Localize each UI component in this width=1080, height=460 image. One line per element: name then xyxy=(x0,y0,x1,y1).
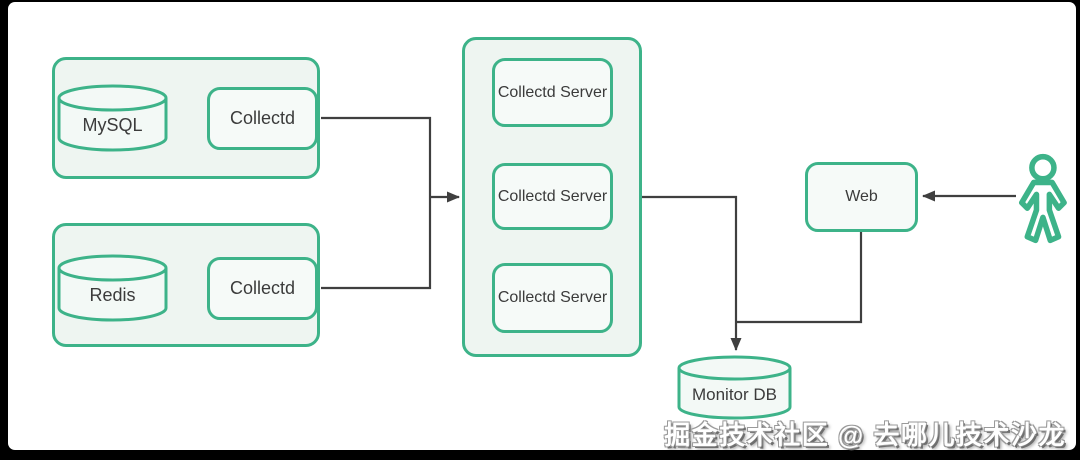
mysql-label: MySQL xyxy=(82,115,143,136)
node-collectd-redis: Collectd xyxy=(207,257,318,320)
collectd-server-3-label: Collectd Server xyxy=(497,289,608,306)
cylinder-shape-icon xyxy=(57,84,168,152)
node-collectd-server-1: Collectd Server xyxy=(492,58,613,127)
redis-label: Redis xyxy=(89,285,136,306)
web-label: Web xyxy=(845,188,878,205)
node-redis-db: Redis xyxy=(57,254,168,322)
node-collectd-server-3: Collectd Server xyxy=(492,263,613,333)
node-monitor-db: Monitor DB xyxy=(677,355,792,420)
node-web: Web xyxy=(805,162,918,232)
collectd-mysql-label: Collectd xyxy=(229,108,296,128)
collectd-server-2-label: Collectd Server xyxy=(497,187,608,205)
user-person-icon xyxy=(1014,153,1070,245)
collectd-redis-label: Collectd xyxy=(229,278,296,298)
node-collectd-server-2: Collectd Server xyxy=(492,163,613,230)
watermark-text: 掘金技术社区 @ 去哪儿技术沙龙 xyxy=(664,420,1066,450)
cylinder-shape-icon xyxy=(57,254,168,322)
collectd-server-1-label: Collectd Server xyxy=(497,83,608,101)
cylinder-shape-icon xyxy=(677,355,792,420)
node-mysql-db: MySQL xyxy=(57,84,168,152)
node-collectd-mysql: Collectd xyxy=(207,87,318,150)
monitor-db-label: Monitor DB xyxy=(691,384,778,404)
